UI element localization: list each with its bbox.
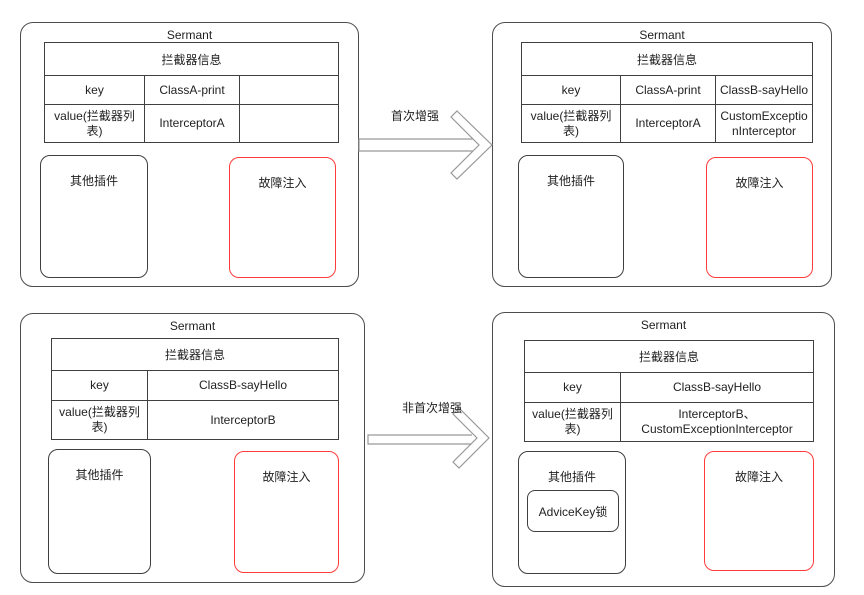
other-plugins-label: 其他插件 bbox=[546, 174, 595, 188]
interceptor-table: 拦截器信息 key ClassA-print ClassB-sayHello v… bbox=[521, 42, 813, 143]
table-cell: InterceptorA bbox=[144, 104, 239, 142]
table-cell: ClassB-sayHello bbox=[620, 372, 813, 402]
non-first-enhancement-arrow-icon bbox=[367, 407, 490, 469]
table-cell: value(拦截器列 表) bbox=[522, 104, 620, 142]
table-header: 拦截器信息 bbox=[164, 348, 225, 362]
other-plugins-box: 其他插件 bbox=[40, 155, 148, 278]
table-cell: InterceptorB、 CustomExceptionInterceptor bbox=[620, 402, 813, 441]
arrow-label-non-first-enhancement: 非首次增强 bbox=[402, 401, 463, 415]
sermant-panel-4: Sermant 拦截器信息 key ClassB-sayHello value(… bbox=[492, 312, 835, 587]
interceptor-table: 拦截器信息 key ClassB-sayHello value(拦截器列 表) … bbox=[51, 338, 339, 440]
sermant-panel-2: Sermant 拦截器信息 key ClassA-print ClassB-sa… bbox=[492, 22, 832, 287]
table-cell: ClassB-sayHello bbox=[715, 75, 812, 104]
other-plugins-box: 其他插件 AdviceKey锁 bbox=[518, 451, 626, 574]
table-cell: value(拦截器列 表) bbox=[45, 104, 144, 142]
table-cell: value(拦截器列 表) bbox=[52, 400, 147, 439]
fault-injection-label: 故障注入 bbox=[734, 470, 783, 484]
panel-title: Sermant bbox=[640, 318, 687, 332]
table-cell: value(拦截器列 表) bbox=[525, 402, 620, 441]
table-cell: InterceptorB bbox=[147, 400, 338, 439]
panel-title: Sermant bbox=[166, 28, 213, 42]
table-cell bbox=[239, 104, 338, 142]
fault-injection-label: 故障注入 bbox=[258, 176, 307, 190]
table-header: 拦截器信息 bbox=[638, 350, 699, 364]
fault-injection-box: 故障注入 bbox=[229, 157, 336, 278]
interceptor-table: 拦截器信息 key ClassA-print value(拦截器列 表) Int… bbox=[44, 42, 339, 143]
table-cell: key bbox=[45, 75, 144, 104]
other-plugins-label: 其他插件 bbox=[69, 174, 118, 188]
fault-injection-box: 故障注入 bbox=[234, 451, 339, 573]
fault-injection-label: 故障注入 bbox=[262, 470, 311, 484]
panel-title: Sermant bbox=[639, 28, 685, 42]
table-header: 拦截器信息 bbox=[636, 52, 697, 67]
fault-injection-box: 故障注入 bbox=[704, 451, 814, 571]
table-cell: ClassB-sayHello bbox=[147, 370, 338, 400]
table-cell: CustomExceptio nInterceptor bbox=[715, 104, 812, 142]
fault-injection-box: 故障注入 bbox=[706, 157, 813, 278]
other-plugins-box: 其他插件 bbox=[518, 155, 624, 278]
table-cell: key bbox=[525, 372, 620, 402]
advice-key-lock-label: AdviceKey锁 bbox=[538, 504, 608, 519]
other-plugins-label: 其他插件 bbox=[75, 468, 124, 482]
advice-key-lock-box: AdviceKey锁 bbox=[527, 490, 619, 532]
other-plugins-label: 其他插件 bbox=[547, 470, 596, 484]
table-cell: ClassA-print bbox=[620, 75, 715, 104]
arrow-label-first-enhancement: 首次增强 bbox=[391, 109, 440, 123]
table-cell: key bbox=[522, 75, 620, 104]
table-cell: InterceptorA bbox=[620, 104, 715, 142]
other-plugins-box: 其他插件 bbox=[48, 449, 151, 574]
interceptor-table: 拦截器信息 key ClassB-sayHello value(拦截器列 表) … bbox=[524, 340, 814, 442]
table-header: 拦截器信息 bbox=[161, 52, 222, 67]
table-cell: ClassA-print bbox=[144, 75, 239, 104]
first-enhancement-arrow-icon bbox=[358, 110, 493, 180]
fault-injection-label: 故障注入 bbox=[735, 176, 784, 190]
panel-title: Sermant bbox=[169, 319, 216, 333]
table-cell: key bbox=[52, 370, 147, 400]
sermant-panel-1: Sermant 拦截器信息 key ClassA-print value(拦截器… bbox=[20, 22, 359, 287]
sermant-panel-3: Sermant 拦截器信息 key ClassB-sayHello value(… bbox=[20, 313, 365, 583]
table-cell bbox=[239, 75, 338, 104]
